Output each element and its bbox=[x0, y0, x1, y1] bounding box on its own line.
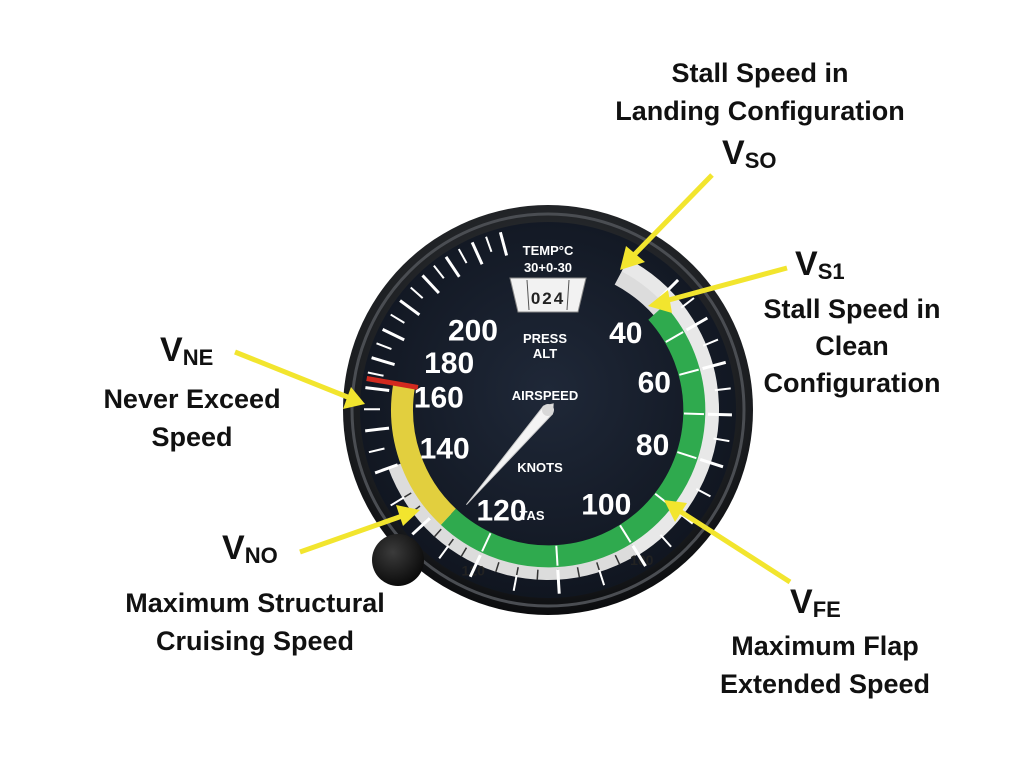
vs1-line2: Clean bbox=[815, 331, 889, 361]
speed-number: 180 bbox=[424, 347, 474, 380]
vne-line1: Never Exceed bbox=[103, 384, 280, 414]
speed-number: 60 bbox=[638, 367, 671, 400]
arrow-vso bbox=[632, 175, 712, 257]
vso-line2: Landing Configuration bbox=[615, 96, 904, 126]
vs1-symbol: VS1 bbox=[795, 245, 845, 284]
speed-number: 200 bbox=[448, 315, 498, 348]
vs1-line1: Stall Speed in bbox=[763, 294, 940, 324]
vso-line1: Stall Speed in bbox=[671, 58, 848, 88]
vne-symbol: VNE bbox=[160, 331, 213, 370]
speed-number: 40 bbox=[609, 317, 642, 350]
vno-line2: Cruising Speed bbox=[156, 626, 354, 656]
scale-tick bbox=[708, 414, 732, 415]
speed-number: 80 bbox=[636, 429, 669, 462]
green-arc-tick bbox=[684, 414, 704, 415]
scale-tick bbox=[558, 570, 559, 594]
vfe-line1: Maximum Flap bbox=[731, 631, 919, 661]
callout-vno: VNO Maximum Structural Cruising Speed bbox=[125, 529, 385, 656]
temp-scale: 30+0-30 bbox=[524, 260, 572, 275]
alt-label: ALT bbox=[533, 346, 557, 361]
speed-number: 160 bbox=[414, 382, 464, 415]
callout-vso: Stall Speed in Landing Configuration VSO bbox=[615, 58, 904, 173]
vno-symbol: VNO bbox=[222, 529, 278, 568]
green-arc-tick bbox=[556, 546, 557, 566]
press-alt-digits: 024 bbox=[531, 289, 565, 308]
vfe-line2: Extended Speed bbox=[720, 669, 930, 699]
speed-number: 140 bbox=[420, 433, 470, 466]
temp-label: TEMP°C bbox=[523, 243, 574, 258]
callout-vne: VNE Never Exceed Speed bbox=[103, 331, 280, 452]
speed-number: 100 bbox=[581, 488, 631, 521]
needle-hub bbox=[542, 404, 554, 416]
vs1-line3: Configuration bbox=[764, 368, 941, 398]
gauge: 120 100 TEMP°C 30+0-30 024 PRESS ALT AIRS… bbox=[343, 205, 753, 615]
airspeed-label: AIRSPEED bbox=[512, 388, 578, 403]
callout-vs1: VS1 Stall Speed in Clean Configuration bbox=[763, 245, 940, 398]
speed-number: 120 bbox=[476, 495, 526, 528]
callout-vfe: VFE Maximum Flap Extended Speed bbox=[720, 583, 930, 699]
vfe-symbol: VFE bbox=[790, 583, 841, 622]
vno-line1: Maximum Structural bbox=[125, 588, 385, 618]
tas-tick bbox=[537, 570, 538, 580]
vne-line2: Speed bbox=[151, 422, 232, 452]
vso-symbol: VSO bbox=[722, 134, 776, 173]
knots-label: KNOTS bbox=[517, 460, 563, 475]
adjustment-knob[interactable] bbox=[372, 534, 424, 586]
press-label: PRESS bbox=[523, 331, 567, 346]
